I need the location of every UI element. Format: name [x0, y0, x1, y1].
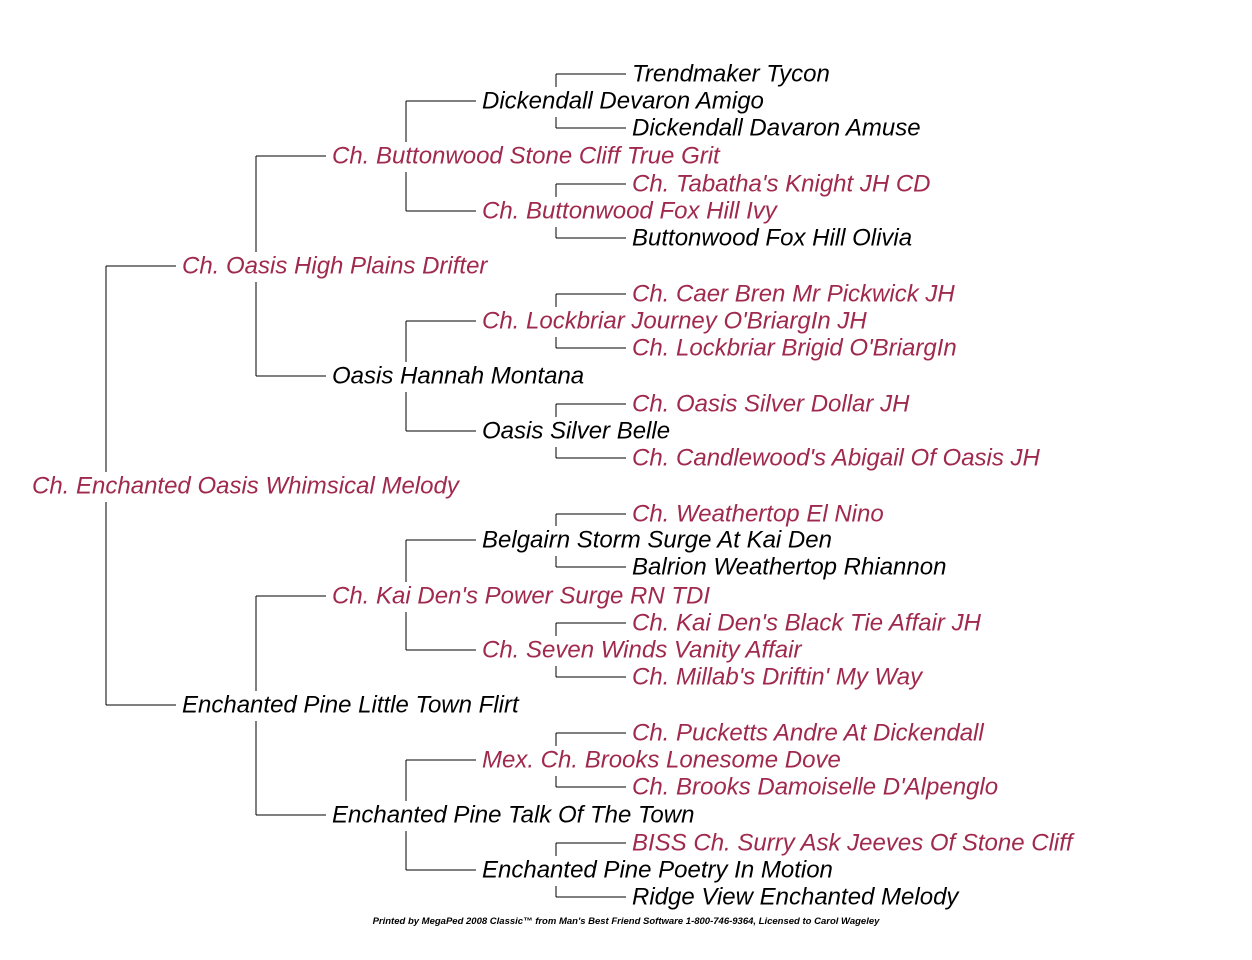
dog-name-gen4: Buttonwood Fox Hill Olivia	[632, 225, 912, 252]
dog-name-gen4: Trendmaker Tycon	[632, 61, 830, 88]
dog-name-gen3: Ch. Seven Winds Vanity Affair	[482, 637, 802, 664]
dog-name-gen3: Ch. Buttonwood Fox Hill Ivy	[482, 198, 779, 225]
dog-name-gen2: Ch. Kai Den's Power Surge RN TDI	[332, 583, 710, 610]
dog-name-gen3: Mex. Ch. Brooks Lonesome Dove	[482, 747, 841, 774]
dog-name-gen4: BISS Ch. Surry Ask Jeeves Of Stone Cliff	[632, 830, 1075, 857]
dog-name-gen0: Ch. Enchanted Oasis Whimsical Melody	[32, 473, 461, 500]
footer-printed-by: Printed by MegaPed 2008 Classic™ from Ma…	[372, 916, 880, 927]
dog-name-gen4: Ch. Brooks Damoiselle D'Alpenglo	[632, 774, 998, 801]
dog-name-gen4: Dickendall Davaron Amuse	[632, 115, 921, 142]
dog-name-gen4: Ch. Kai Den's Black Tie Affair JH	[632, 610, 982, 637]
dog-name-gen4: Balrion Weathertop Rhiannon	[632, 554, 946, 581]
dog-name-gen1: Enchanted Pine Little Town Flirt	[182, 692, 520, 719]
dog-name-gen4: Ch. Candlewood's Abigail Of Oasis JH	[632, 445, 1041, 472]
dog-name-gen4: Ch. Tabatha's Knight JH CD	[632, 171, 931, 198]
dog-name-gen2: Ch. Buttonwood Stone Cliff True Grit	[332, 143, 721, 170]
dog-name-gen4: Ch. Caer Bren Mr Pickwick JH	[632, 281, 955, 308]
dog-name-gen4: Ch. Weathertop El Nino	[632, 501, 884, 528]
dog-name-gen4: Ch. Lockbriar Brigid O'BriargIn	[632, 335, 957, 362]
dog-name-gen2: Enchanted Pine Talk Of The Town	[332, 802, 694, 829]
dog-name-gen4: Ridge View Enchanted Melody	[632, 884, 960, 911]
dog-name-gen3: Ch. Lockbriar Journey O'BriargIn JH	[482, 308, 867, 335]
dog-name-gen2: Oasis Hannah Montana	[332, 363, 584, 390]
dog-name-gen3: Oasis Silver Belle	[482, 418, 670, 445]
dog-name-gen3: Belgairn Storm Surge At Kai Den	[482, 527, 832, 554]
dog-name-gen3: Enchanted Pine Poetry In Motion	[482, 857, 833, 884]
dog-name-gen4: Ch. Millab's Driftin' My Way	[632, 664, 924, 691]
dog-name-gen1: Ch. Oasis High Plains Drifter	[182, 253, 488, 280]
pedigree-connector-lines	[105, 73, 626, 898]
dog-name-gen4: Ch. Pucketts Andre At Dickendall	[632, 720, 984, 747]
dog-name-gen3: Dickendall Devaron Amigo	[482, 88, 764, 115]
pedigree-names: Ch. Enchanted Oasis Whimsical MelodyCh. …	[32, 61, 1075, 911]
dog-name-gen4: Ch. Oasis Silver Dollar JH	[632, 391, 910, 418]
